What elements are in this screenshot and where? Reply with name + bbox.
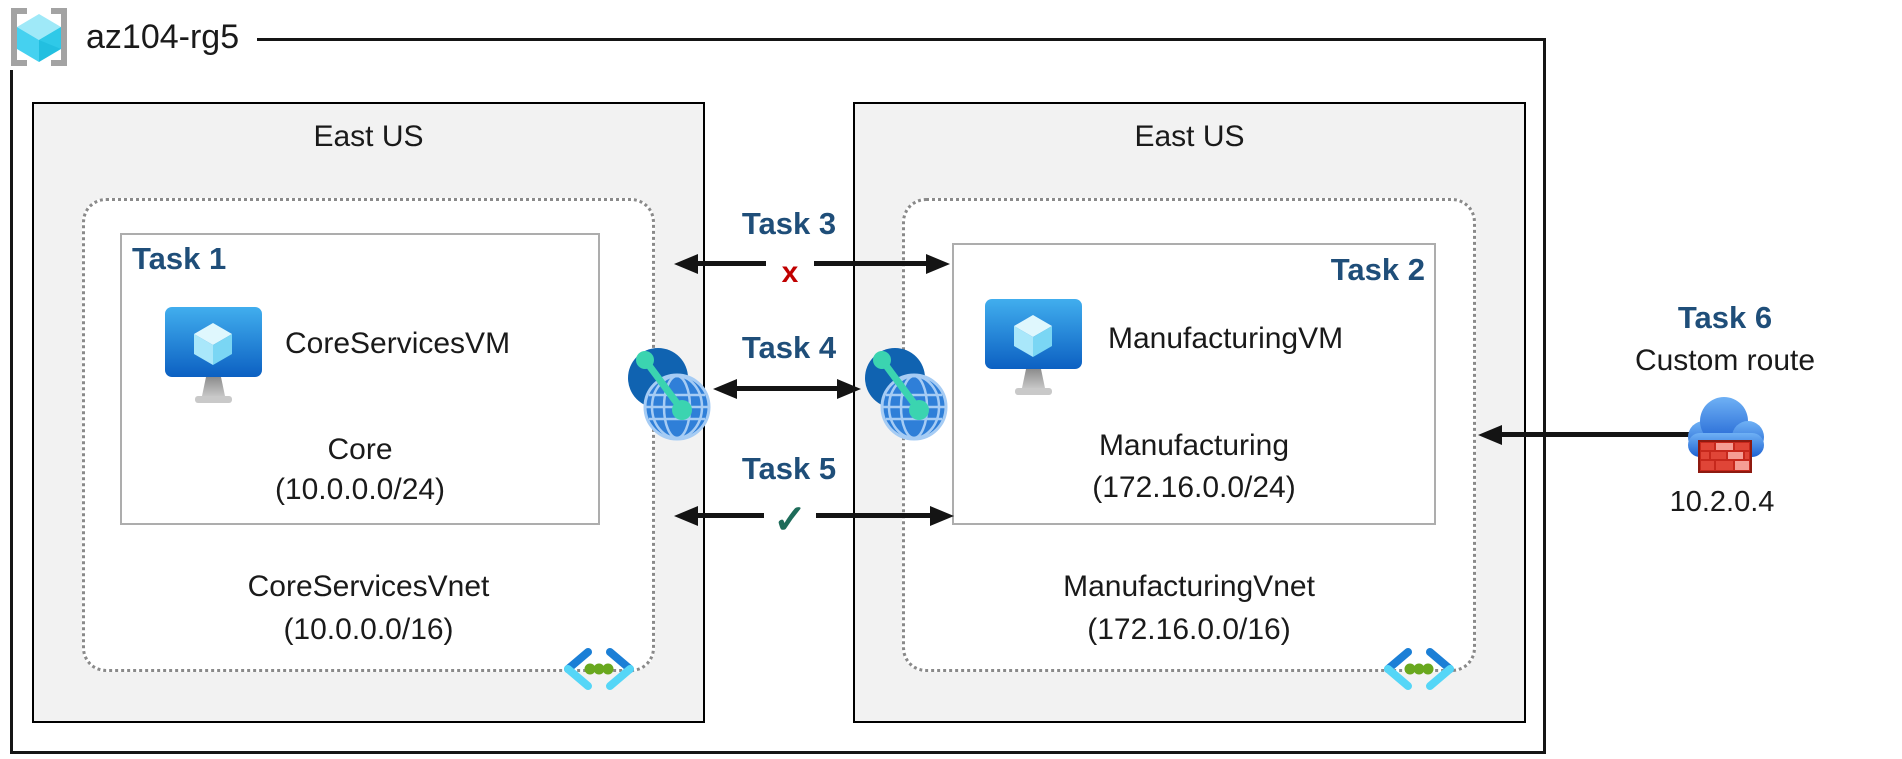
task1-label: Task 1 [132,241,227,276]
task3-arrow-gap [766,253,814,273]
custom-route-label: Custom route [1634,344,1816,377]
right-vnet-name: ManufacturingVnet [1063,570,1315,603]
task5-arrow-gap [764,506,816,526]
custom-route-cloud-firewall-icon [1682,393,1770,479]
left-subnet-box [120,233,600,525]
task6-arrowhead-left [1478,425,1502,445]
task5-arrowhead-left [674,506,698,526]
task4-arrowhead-right [837,379,861,399]
right-region-title: East US [1134,120,1245,153]
task4-arrowhead-left [713,379,737,399]
resource-group-box [10,38,1546,754]
right-subnet-name: Manufacturing [1098,429,1290,462]
resource-group-label: az104-rg5 [6,4,258,70]
task5-allowed-marker: ✓ [773,498,807,542]
task6-arrow [1478,425,1691,445]
right-subnet-box [952,243,1436,525]
task5-label: Task 5 [741,451,837,486]
task4-arrow [713,379,861,399]
task6-label: Task 6 [1677,300,1773,335]
custom-route-ip: 10.2.0.4 [1669,486,1775,518]
right-vm-icon [984,298,1084,398]
left-vm-name: CoreServicesVM [285,327,511,360]
task3-arrowhead-left [674,254,698,274]
left-peering-globe-icon [628,348,714,444]
right-vnet-icon [1383,645,1455,693]
task3-blocked-marker: x [781,256,799,289]
resource-group-icon [6,6,72,68]
right-peering-globe-icon [865,348,951,444]
task4-label: Task 4 [741,330,837,365]
left-subnet-cidr: (10.0.0.0/24) [274,473,446,506]
left-vm-icon [164,306,264,406]
resource-group-name: az104-rg5 [86,17,240,56]
left-region-title: East US [313,120,424,153]
right-vnet-cidr: (172.16.0.0/16) [1087,613,1291,646]
left-vnet-name: CoreServicesVnet [247,570,490,603]
left-vnet-cidr: (10.0.0.0/16) [283,613,454,646]
right-vm-name: ManufacturingVM [1108,322,1344,355]
task2-label: Task 2 [1330,252,1425,287]
right-subnet-cidr: (172.16.0.0/24) [1092,471,1296,504]
task3-label: Task 3 [741,206,837,241]
task5-arrowhead-right [930,506,954,526]
task3-arrowhead-right [926,254,950,274]
left-vnet-icon [563,645,635,693]
left-subnet-name: Core [327,433,393,466]
